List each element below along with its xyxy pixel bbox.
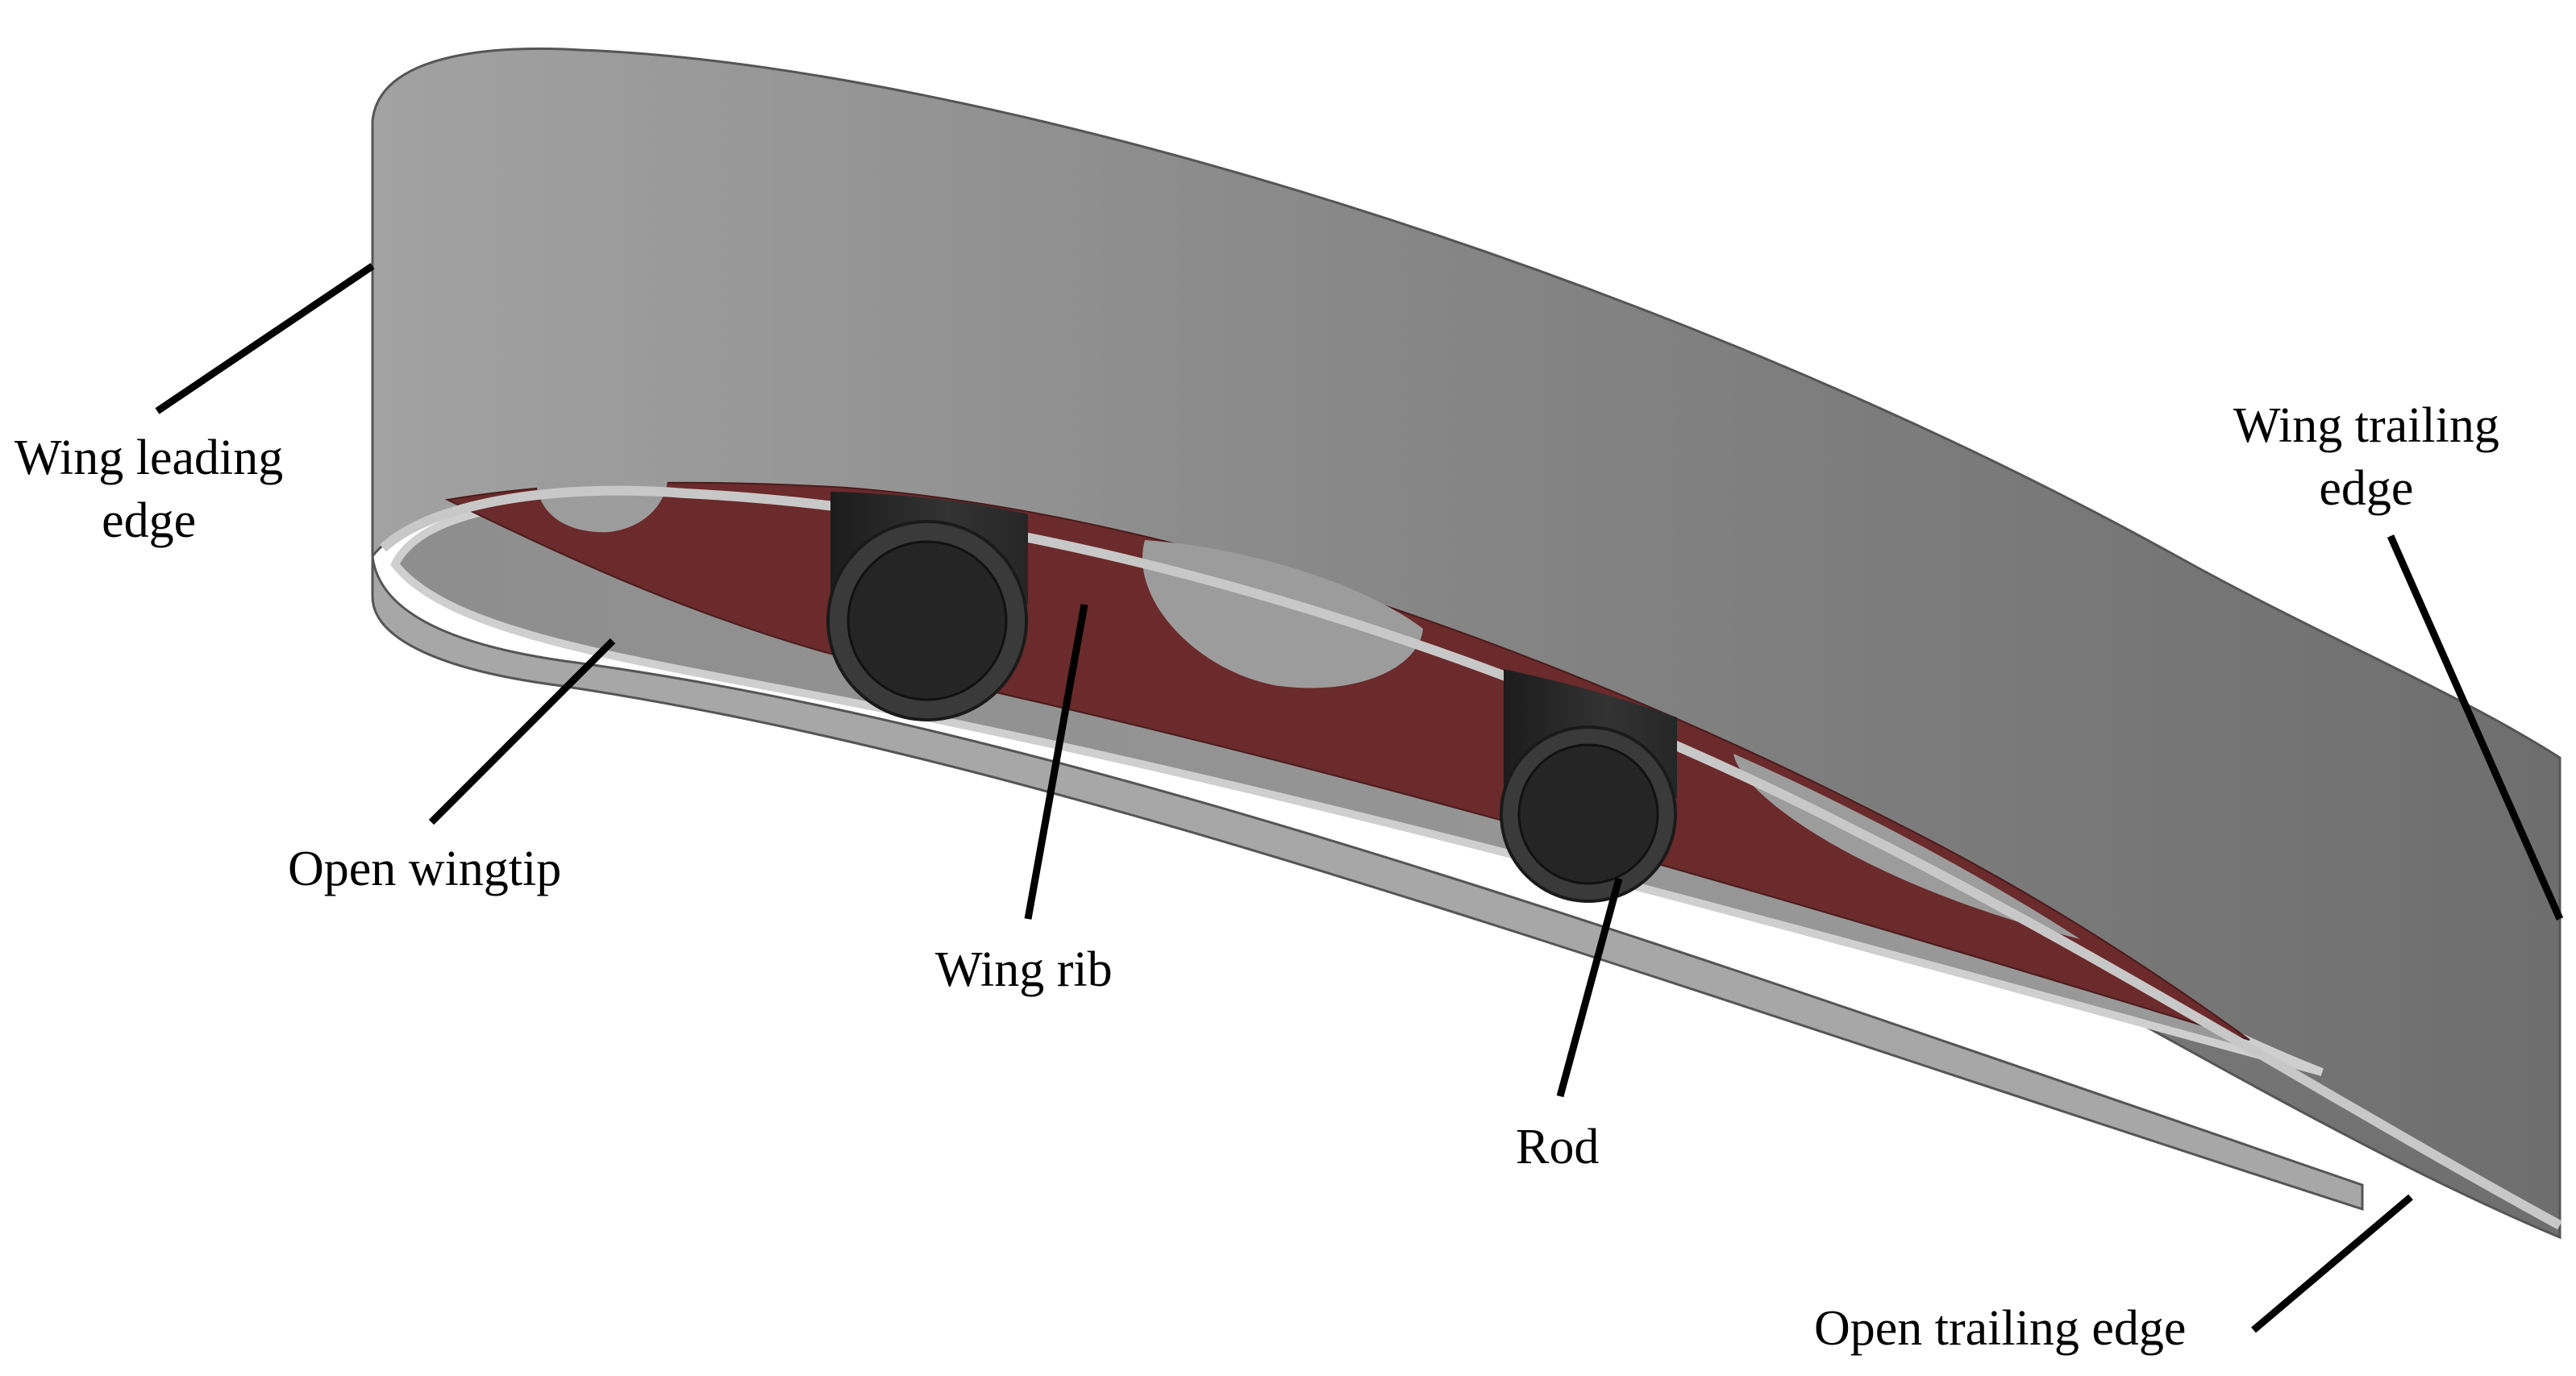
label-wing-trailing-edge: Wing trailing edge [2233, 395, 2499, 520]
skin-edge-highlight [379, 485, 2562, 1230]
label-wing-leading-edge-line-2: edge [102, 493, 197, 548]
leader-line-open-trailing-edge [2251, 1194, 2413, 1333]
lower-wing-skin [371, 555, 2364, 1212]
label-wing-leading-edge-line-1: Wing leading [15, 430, 284, 485]
rod-1 [826, 492, 1028, 721]
rib-hole-3 [1733, 754, 2080, 939]
leader-line-leading-edge [155, 263, 375, 414]
leader-line-wing-rib [1024, 604, 1088, 920]
label-wing-trailing-edge-line-2: edge [2319, 460, 2414, 516]
label-wing-trailing-edge-line-1: Wing trailing [2233, 398, 2499, 453]
leader-line-open-wingtip [428, 638, 616, 825]
label-wing-rib: Wing rib [935, 942, 1113, 997]
label-open-trailing-edge: Open trailing edge [1814, 1301, 2187, 1356]
leader-line-rod [1556, 877, 1623, 1098]
label-rod: Rod [1516, 1120, 1600, 1174]
label-open-wingtip: Open wingtip [288, 842, 562, 896]
rod-2 [1500, 669, 1677, 903]
label-wing-leading-edge: Wing leading edge [15, 427, 283, 552]
leader-line-trailing-edge [2387, 534, 2564, 921]
